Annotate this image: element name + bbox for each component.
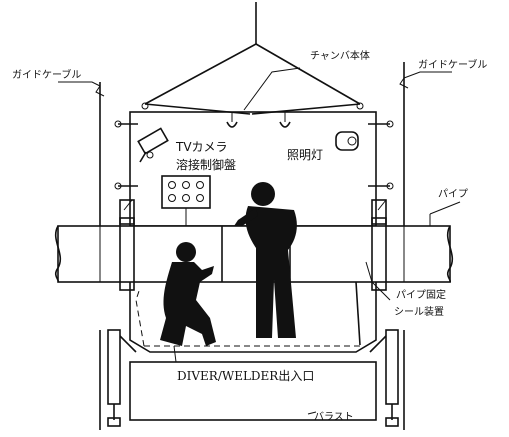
guide-cable-left [95, 82, 105, 430]
label-tv-camera: TVカメラ [175, 140, 228, 154]
welding-control-panel [161, 175, 211, 226]
label-pipe-seal-line2: シール装置 [394, 305, 444, 318]
diver-crouching [160, 242, 216, 346]
welder-standing [234, 182, 297, 338]
tv-camera-icon [137, 127, 169, 163]
label-ballast: バラスト [314, 411, 354, 423]
label-entrance: DIVER/WELDER出入口 [177, 369, 314, 383]
pipe-seal-device [119, 199, 387, 291]
lighting-lamps [226, 112, 359, 151]
label-guide-cable-right: ガイドケーブル [418, 58, 487, 71]
label-pipe-seal-line1: パイプ固定 [396, 288, 446, 301]
leader-lines [58, 67, 461, 415]
label-chamber-body: チャンバ本体 [310, 49, 370, 62]
label-welding-panel: 溶接制御盤 [176, 157, 236, 172]
label-guide-cable-left: ガイドケーブル [12, 68, 81, 81]
guide-cable-right [399, 62, 409, 430]
label-lighting: 照明灯 [287, 148, 323, 162]
label-pipe: パイプ [438, 188, 468, 200]
ballast [129, 361, 377, 421]
